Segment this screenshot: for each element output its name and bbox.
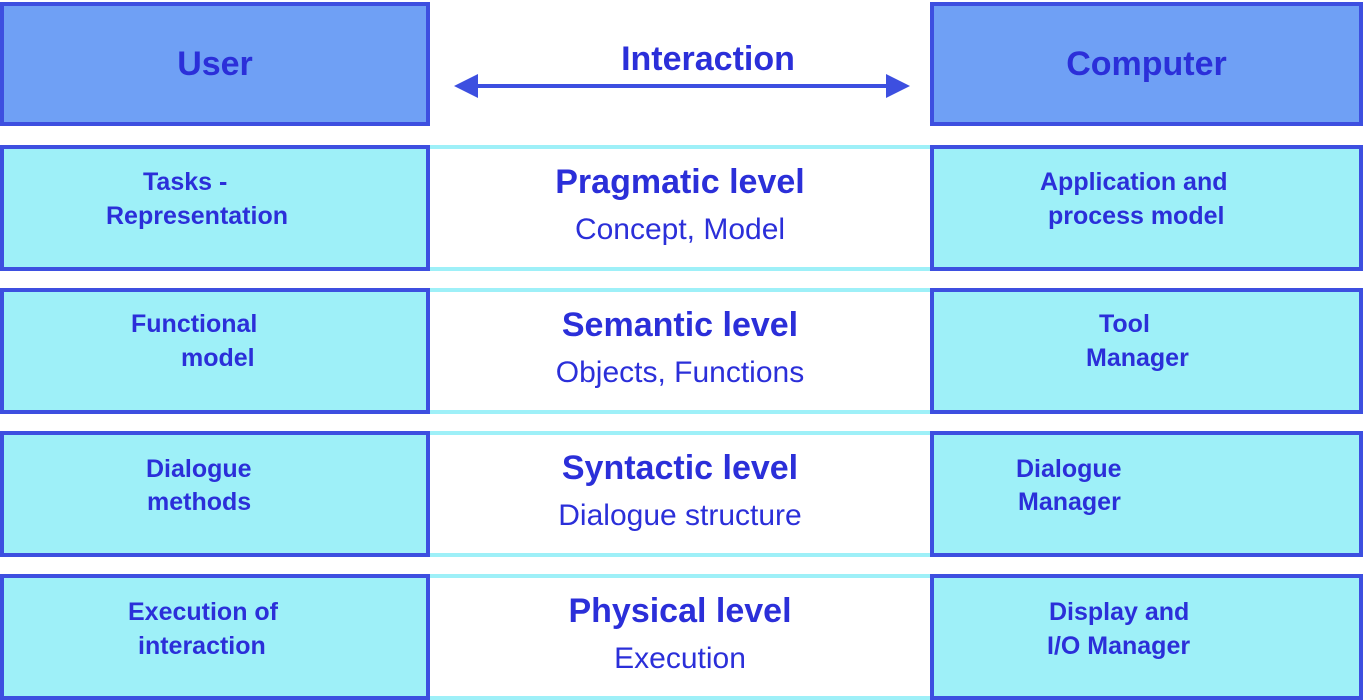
level-subtitle: Concept, Model bbox=[574, 213, 786, 246]
user-header: User bbox=[0, 2, 430, 126]
level-center-semantic: Semantic level Objects, Functions bbox=[430, 288, 930, 414]
level-title: Pragmatic level bbox=[555, 163, 805, 201]
user-cell-line: interaction bbox=[138, 632, 266, 660]
level-title: Physical level bbox=[568, 592, 792, 630]
level-row-pragmatic: Tasks - Representation Pragmatic level C… bbox=[0, 145, 1363, 271]
interaction-label: Interaction bbox=[621, 40, 795, 78]
computer-cell-line: Manager bbox=[1018, 488, 1121, 516]
computer-cell-line: Dialogue bbox=[1016, 455, 1122, 483]
level-row-syntactic: Dialogue methods Syntactic level Dialogu… bbox=[0, 431, 1363, 557]
user-cell-pragmatic: Tasks - Representation bbox=[0, 145, 430, 271]
user-cell-line: model bbox=[181, 344, 255, 372]
computer-header: Computer bbox=[930, 2, 1363, 126]
computer-cell-syntactic: Dialogue Manager bbox=[930, 431, 1363, 557]
computer-cell-line: Tool bbox=[1099, 310, 1150, 338]
level-subtitle: Dialogue structure bbox=[558, 499, 802, 532]
user-cell-semantic: Functional model bbox=[0, 288, 430, 414]
interaction-header: Interaction bbox=[430, 2, 930, 126]
user-cell-line: Dialogue bbox=[146, 455, 252, 483]
level-subtitle: Objects, Functions bbox=[555, 356, 805, 389]
computer-header-label: Computer bbox=[1066, 44, 1227, 83]
user-cell-syntactic: Dialogue methods bbox=[0, 431, 430, 557]
computer-cell-line: I/O Manager bbox=[1047, 632, 1191, 660]
user-cell-physical: Execution of interaction bbox=[0, 574, 430, 700]
level-center-pragmatic: Pragmatic level Concept, Model bbox=[430, 145, 930, 271]
user-header-label: User bbox=[177, 44, 253, 83]
user-cell-line: methods bbox=[147, 488, 252, 516]
user-cell-line: Representation bbox=[106, 202, 288, 230]
level-title: Syntactic level bbox=[561, 449, 799, 487]
user-cell-line: Tasks - bbox=[143, 168, 228, 196]
computer-cell-pragmatic: Application and process model bbox=[930, 145, 1363, 271]
level-title: Semantic level bbox=[561, 306, 799, 344]
level-row-physical: Execution of interaction Physical level … bbox=[0, 574, 1363, 700]
double-arrow-icon bbox=[454, 74, 910, 98]
level-row-semantic: Functional model Semantic level Objects,… bbox=[0, 288, 1363, 414]
user-cell-line: Execution of bbox=[128, 598, 279, 626]
level-subtitle: Execution bbox=[614, 642, 746, 675]
computer-cell-semantic: Tool Manager bbox=[930, 288, 1363, 414]
computer-cell-line: Application and bbox=[1040, 168, 1228, 196]
level-center-syntactic: Syntactic level Dialogue structure bbox=[430, 431, 930, 557]
computer-cell-line: process model bbox=[1048, 202, 1225, 230]
level-center-physical: Physical level Execution bbox=[430, 574, 930, 700]
computer-cell-line: Display and bbox=[1049, 598, 1190, 626]
computer-cell-line: Manager bbox=[1086, 344, 1189, 372]
computer-cell-physical: Display and I/O Manager bbox=[930, 574, 1363, 700]
user-cell-line: Functional bbox=[131, 310, 258, 338]
